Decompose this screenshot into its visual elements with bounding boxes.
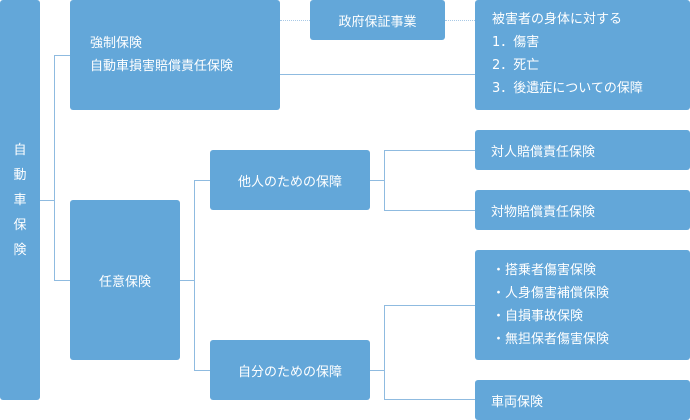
- voluntary-label: 任意保険: [98, 274, 151, 290]
- connector-others-vertical: [384, 150, 385, 211]
- root-char-2: 動: [13, 167, 27, 183]
- voluntary-insurance-box: 任意保険: [70, 200, 180, 360]
- selfcov-item-3: ・自損事故保険: [492, 309, 584, 324]
- connector-compulsory: [54, 55, 70, 56]
- bodily-liability-box: 対人賠償責任保険: [475, 130, 690, 170]
- connector-root: [40, 200, 54, 201]
- root-char-1: 自: [13, 142, 27, 158]
- vehicle-label: 車両保険: [491, 394, 544, 410]
- government-guarantee-box: 政府保証事業: [310, 0, 445, 40]
- property-liability-box: 対物賠償責任保険: [475, 190, 690, 230]
- vehicle-insurance-box: 車両保険: [475, 380, 690, 420]
- victim-item-2: 2．死亡: [492, 58, 540, 73]
- connector-voluntary-out: [180, 280, 194, 281]
- selfcov-item-2: ・人身傷害補償保険: [492, 286, 610, 301]
- victim-item-3: 3．後遺症についての保障: [492, 81, 643, 96]
- connector-bodily: [384, 150, 475, 151]
- connector-property: [384, 210, 475, 211]
- coverage-for-others-box: 他人のための保障: [210, 150, 370, 210]
- victim-item-1: 1．傷害: [492, 35, 540, 50]
- connector-vehicle: [384, 399, 475, 400]
- victim-coverage-box: 被害者の身体に対する 1．傷害 2．死亡 3．後遺症についての保障: [475, 0, 690, 110]
- connector-self: [194, 370, 210, 371]
- connector-selfcov: [384, 305, 475, 306]
- self-coverage-list-box: ・搭乗者傷害保険 ・人身傷害補償保険 ・自損事故保険 ・無担保者傷害保険: [475, 250, 690, 360]
- root-box-auto-insurance: 自 動 車 保 険: [0, 0, 40, 400]
- connector-root-vertical: [54, 55, 55, 281]
- root-char-4: 保: [13, 217, 27, 233]
- connector-compulsory-victim: [280, 74, 475, 75]
- dotted-connector-government-left: [280, 20, 310, 21]
- connector-self-vertical: [384, 305, 385, 400]
- compulsory-line2: 自動車損害賠償責任保険: [90, 59, 234, 74]
- selfcov-item-4: ・無担保者傷害保険: [492, 332, 610, 347]
- government-label: 政府保証事業: [338, 14, 417, 30]
- bodily-label: 対人賠償責任保険: [491, 144, 596, 160]
- connector-self-out: [370, 370, 384, 371]
- compulsory-insurance-box: 強制保険 自動車損害賠償責任保険: [70, 0, 280, 110]
- dotted-connector-government-right: [445, 20, 475, 21]
- victim-title: 被害者の身体に対する: [492, 12, 623, 27]
- connector-others: [194, 180, 210, 181]
- connector-voluntary: [54, 280, 70, 281]
- coverage-for-self-box: 自分のための保障: [210, 340, 370, 400]
- others-label: 他人のための保障: [237, 174, 342, 190]
- root-char-3: 車: [13, 192, 27, 208]
- selfcov-item-1: ・搭乗者傷害保険: [492, 263, 597, 278]
- connector-others-out: [370, 180, 384, 181]
- property-label: 対物賠償責任保険: [491, 204, 596, 220]
- connector-voluntary-vertical: [194, 180, 195, 370]
- compulsory-line1: 強制保険: [90, 36, 143, 51]
- root-char-5: 険: [13, 242, 27, 258]
- self-label: 自分のための保障: [237, 364, 342, 380]
